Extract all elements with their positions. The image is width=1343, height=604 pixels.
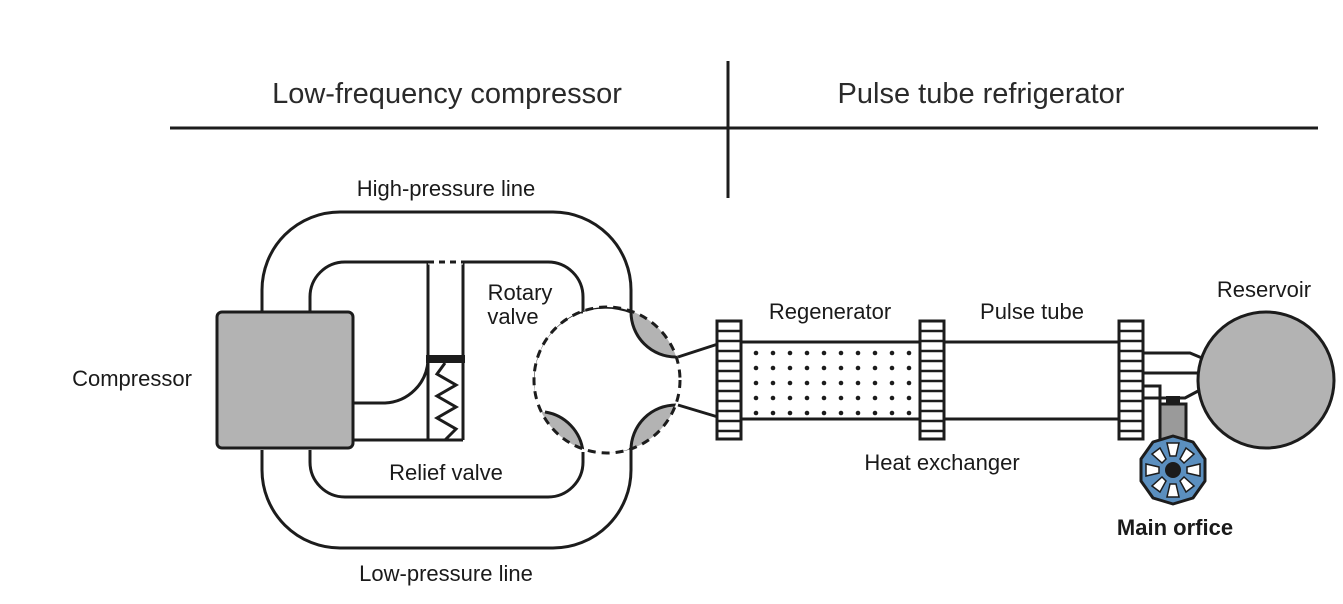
label-main-orifice: Main orfice xyxy=(1117,515,1233,540)
relief-valve xyxy=(426,259,465,442)
label-pulse-tube: Pulse tube xyxy=(980,299,1084,324)
orifice-cap xyxy=(1166,396,1180,405)
main-orifice-valve xyxy=(1139,434,1207,506)
compressor-block xyxy=(215,310,355,450)
label-low-pressure-line: Low-pressure line xyxy=(359,561,533,586)
label-relief-valve: Relief valve xyxy=(389,460,503,485)
label-regenerator: Regenerator xyxy=(769,299,891,324)
heat-exchanger-flange-1 xyxy=(715,319,743,441)
valve-to-regenerator-line xyxy=(677,342,719,419)
label-heat-exchanger: Heat exchanger xyxy=(864,450,1019,475)
rotary-valve xyxy=(532,305,682,455)
regenerator xyxy=(741,340,920,421)
label-reservoir: Reservoir xyxy=(1217,277,1311,302)
label-compressor: Compressor xyxy=(72,366,192,391)
label-rotary-valve-line2: valve xyxy=(487,304,538,329)
section-title-compressor: Low-frequency compressor xyxy=(272,78,622,110)
heat-exchanger-flange-3 xyxy=(1117,319,1145,441)
label-high-pressure-line: High-pressure line xyxy=(357,176,536,201)
section-title-refrigerator: Pulse tube refrigerator xyxy=(838,78,1125,110)
pulse-tube xyxy=(944,340,1119,421)
reservoir-tank xyxy=(1196,310,1336,450)
label-rotary-valve-line1: Rotary xyxy=(488,280,553,305)
heat-exchanger-flange-2 xyxy=(918,319,946,441)
